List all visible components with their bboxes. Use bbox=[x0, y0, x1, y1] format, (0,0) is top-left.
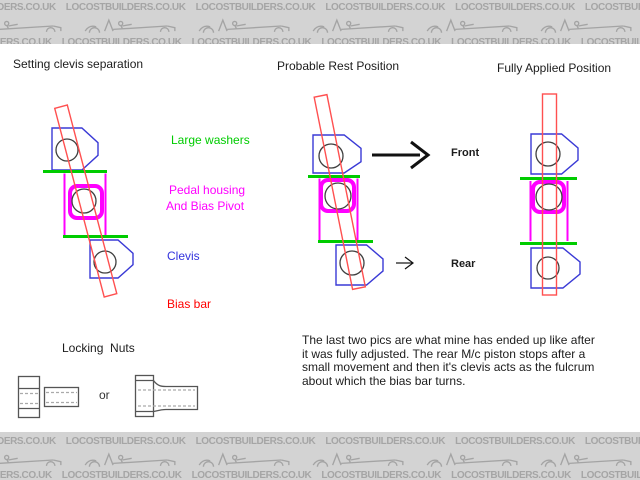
legend-clevis: Clevis bbox=[167, 249, 200, 263]
rear-arrow-icon bbox=[396, 256, 414, 270]
watermark-logo-row bbox=[0, 15, 640, 37]
watermark-text: LOCOSTBUILDERS.CO.UK bbox=[191, 37, 312, 44]
clevis-bottom-shape bbox=[335, 244, 384, 286]
locost-car-logo-icon bbox=[84, 18, 176, 33]
note-line: it was fully adjusted. The rear M/c pist… bbox=[302, 346, 586, 361]
diagram-setting-clevis bbox=[43, 104, 134, 298]
locost-car-logo-icon bbox=[540, 18, 632, 33]
watermark-text: LOCOSTBUILDERS.CO.UK bbox=[580, 470, 640, 480]
locost-car-logo-icon bbox=[0, 454, 62, 467]
watermark-text: LOCOSTBUILDERS.CO.UK bbox=[191, 470, 312, 480]
locking-nut-plain bbox=[17, 375, 41, 419]
pivot-hole bbox=[71, 188, 97, 214]
locost-car-logo-icon bbox=[84, 452, 176, 467]
watermark-text: LOCOSTBUILDERS.CO.UK bbox=[0, 2, 56, 13]
locost-car-logo-icon bbox=[0, 20, 62, 33]
clevis-pin-hole bbox=[536, 256, 560, 280]
clevis-pin-hole bbox=[55, 138, 79, 162]
front-label: Front bbox=[451, 147, 480, 159]
watermark-text: LOCOSTBUILDERS.CO.UK bbox=[65, 436, 186, 447]
front-arrow-icon bbox=[372, 140, 431, 170]
pivot-hole bbox=[324, 182, 352, 210]
title-rest-position: Probable Rest Position bbox=[277, 59, 400, 73]
legend-pedal-housing: Pedal housing bbox=[169, 183, 246, 197]
watermark-band-top: LOCOSTBUILDERS.CO.UK LOCOSTBUILDERS.CO.U… bbox=[0, 0, 640, 44]
clevis-pin-hole bbox=[535, 141, 561, 167]
locost-car-logo-icon bbox=[312, 18, 404, 33]
legend-large-washers: Large washers bbox=[171, 133, 250, 147]
title-fully-applied: Fully Applied Position bbox=[497, 61, 612, 75]
watermark-text: LOCOSTBUILDERS.CO.UK bbox=[584, 436, 640, 447]
clevis-pin-hole bbox=[339, 250, 365, 276]
watermark-text-row: LOCOSTBUILDERS.CO.UK LOCOSTBUILDERS.CO.U… bbox=[0, 470, 640, 480]
locost-car-logo-icon bbox=[198, 452, 290, 467]
watermark-text: LOCOSTBUILDERS.CO.UK bbox=[325, 436, 446, 447]
watermark-text: LOCOSTBUILDERS.CO.UK bbox=[0, 436, 56, 447]
watermark-text: LOCOSTBUILDERS.CO.UK bbox=[195, 436, 316, 447]
watermark-band-bottom: LOCOSTBUILDERS.CO.UK LOCOSTBUILDERS.CO.U… bbox=[0, 432, 640, 480]
pedal-housing-pivot-shape bbox=[68, 184, 104, 220]
diagram-locking-nuts bbox=[17, 374, 199, 419]
watermark-text: LOCOSTBUILDERS.CO.UK bbox=[580, 37, 640, 44]
legend-bias-pivot: And Bias Pivot bbox=[166, 199, 245, 213]
watermark-text: LOCOSTBUILDERS.CO.UK bbox=[451, 37, 571, 44]
watermark-text: LOCOSTBUILDERS.CO.UK bbox=[321, 37, 442, 44]
watermark-text: LOCOSTBUILDERS.CO.UK bbox=[321, 470, 442, 480]
bias-bar-shape bbox=[541, 93, 558, 296]
pivot-hole bbox=[535, 183, 563, 211]
locost-car-logo-icon bbox=[426, 452, 518, 467]
clevis-bottom-shape bbox=[89, 239, 134, 279]
note-line: about which the bias bar turns. bbox=[302, 373, 466, 388]
title-setting-clevis: Setting clevis separation bbox=[13, 57, 144, 71]
bias-bar-shape bbox=[313, 93, 367, 291]
watermark-text: LOCOSTBUILDERS.CO.UK bbox=[455, 2, 575, 13]
legend-bias-bar: Bias bar bbox=[167, 297, 212, 311]
watermark-logo-row bbox=[0, 449, 640, 471]
watermark-text: LOCOSTBUILDERS.CO.UK bbox=[325, 2, 446, 13]
watermark-text: LOCOSTBUILDERS.CO.UK bbox=[455, 436, 575, 447]
watermark-text: LOCOSTBUILDERS.CO.UK bbox=[0, 37, 52, 44]
threaded-rod bbox=[43, 386, 80, 408]
watermark-text-row: LOCOSTBUILDERS.CO.UK LOCOSTBUILDERS.CO.U… bbox=[0, 436, 640, 447]
watermark-text: LOCOSTBUILDERS.CO.UK bbox=[61, 37, 182, 44]
watermark-text: LOCOSTBUILDERS.CO.UK bbox=[65, 2, 186, 13]
clevis-top-shape bbox=[530, 133, 579, 175]
watermark-text: LOCOSTBUILDERS.CO.UK bbox=[195, 2, 316, 13]
locost-car-logo-icon bbox=[312, 452, 404, 467]
watermark-text: LOCOSTBUILDERS.CO.UK bbox=[0, 470, 52, 480]
pedal-housing-pivot-shape bbox=[531, 180, 566, 214]
watermark-text: LOCOSTBUILDERS.CO.UK bbox=[61, 470, 182, 480]
clevis-bottom-shape bbox=[530, 247, 581, 289]
watermark-text: LOCOSTBUILDERS.CO.UK bbox=[584, 2, 640, 13]
locking-nut-flanged bbox=[134, 374, 199, 418]
diagram-fully-applied bbox=[520, 93, 581, 296]
watermark-text-row: LOCOSTBUILDERS.CO.UK LOCOSTBUILDERS.CO.U… bbox=[0, 2, 640, 13]
locost-car-logo-icon bbox=[540, 452, 632, 467]
rear-label: Rear bbox=[451, 258, 476, 270]
watermark-text-row: LOCOSTBUILDERS.CO.UK LOCOSTBUILDERS.CO.U… bbox=[0, 37, 640, 44]
note-line: small movement and then it's clevis acts… bbox=[302, 360, 595, 374]
locost-car-logo-icon bbox=[198, 18, 290, 33]
note-text: The last two pics are what mine has ende… bbox=[302, 333, 595, 388]
bias-bar-shape bbox=[53, 104, 118, 298]
watermark-text: LOCOSTBUILDERS.CO.UK bbox=[451, 470, 571, 480]
locost-car-logo-icon bbox=[426, 18, 518, 33]
clevis-pin-hole bbox=[318, 143, 344, 169]
note-line: The last two pics are what mine has ende… bbox=[302, 333, 595, 347]
locking-nuts-title: Locking Nuts bbox=[62, 341, 135, 355]
diagram-rest-position bbox=[308, 93, 431, 291]
or-label: or bbox=[99, 388, 110, 402]
clevis-top-shape bbox=[312, 134, 362, 174]
